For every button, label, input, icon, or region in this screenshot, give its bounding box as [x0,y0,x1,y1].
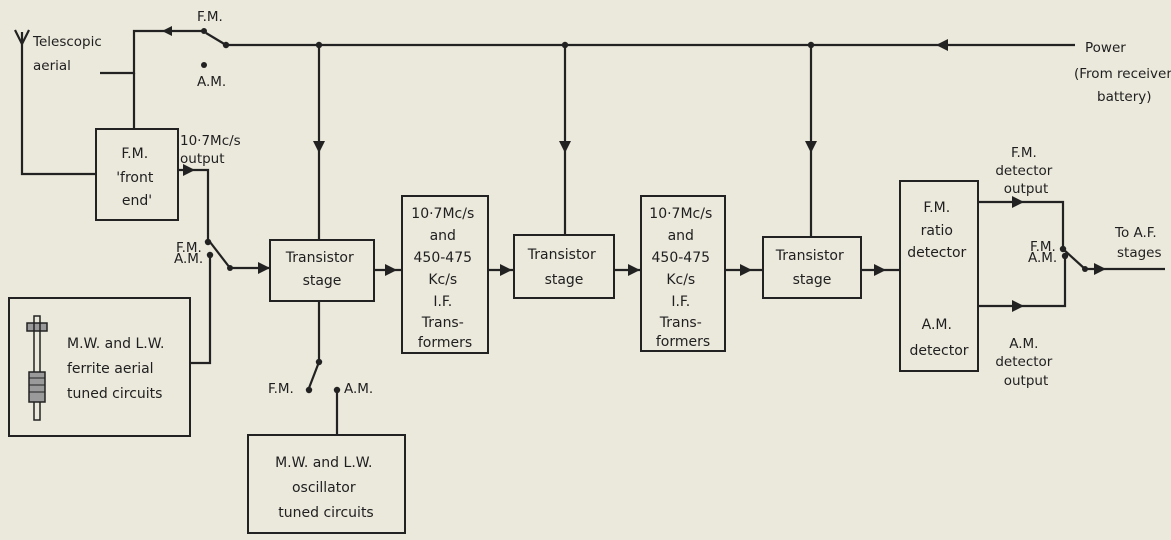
junction-dot [561,41,569,49]
arrow-to-if2 [628,264,640,276]
arrow-am-det-output [1012,300,1024,312]
junction-dot [201,28,207,34]
transistor-stage-1-block [269,239,375,302]
to-af-stages-label: To A.F. stages [1114,225,1162,261]
fm-output-label: 10·7Mc/s output [180,133,245,167]
fm-front-end-block [95,128,179,221]
arrow-to-stage2 [500,264,512,276]
junction-dot [1061,252,1069,260]
arrow-to-stage3 [740,264,752,276]
junction-dot [333,386,341,394]
arrow-to-aerial [162,26,172,36]
arrow-fm-det-output [1012,196,1024,208]
junctions [201,28,1088,394]
junction-dot [305,386,313,394]
detector-block [899,180,979,372]
if-transformers-2-block [640,195,726,352]
arrow-to-detector [874,264,886,276]
arrows [162,26,1106,312]
switch-top-am-label: A.M. [197,74,226,90]
telescopic-aerial-label: Telescopic aerial [32,34,106,74]
junction-dot [201,62,207,68]
oscillator-block [247,434,406,534]
detector-text: F.M. ratio detector A.M. detector [907,200,971,359]
arrow-down-stage3 [805,141,817,153]
arrow-to-af [1094,263,1106,275]
arrow-to-stage1 [258,262,270,274]
arrow-fm-output [183,164,195,176]
ferrite-aerial-text: M.W. and L.W. ferrite aerial tuned circu… [67,336,169,402]
am-detector-output-label: A.M. detector output [995,336,1056,389]
ferrite-rod-icon [26,315,48,421]
switch-output-fm-label: F.M. [1030,239,1056,255]
arrow-down-stage1 [313,141,325,153]
telescopic-aerial-icon [14,29,30,45]
junction-dot [315,41,323,49]
power-label: Power (From receiver battery) [1074,40,1171,105]
switch-input-am-label: A.M. [174,251,203,267]
junction-dot [227,265,233,271]
junction-dot [1059,245,1067,253]
junction-dot [1082,266,1088,272]
transistor-stage-3-block [762,236,862,299]
arrow-to-if1 [385,264,397,276]
if-transformers-1-block [401,195,489,354]
fm-detector-output-label: F.M. detector output [995,145,1056,197]
wiring [20,29,1165,435]
junction-dot [222,41,230,49]
arrow-power-in [936,39,948,51]
junction-dot [206,251,214,259]
transistor-stage-1-text: Transistor stage [285,250,358,289]
junction-dot [204,238,212,246]
transistor-stage-2-text: Transistor stage [527,247,600,288]
transistor-stage-3-text: Transistor stage [775,248,848,288]
if-transformers-2-text: 10·7Mc/s and 450-475 Kc/s I.F. Trans- fo… [649,206,716,350]
switch-output-am-label: A.M. [1028,250,1057,266]
switch-osc-fm-label: F.M. [268,381,294,397]
oscillator-text: M.W. and L.W. oscillator tuned circuits [275,455,377,521]
junction-dot [315,358,323,366]
switch-top-fm-label: F.M. [197,9,223,25]
switch-input-fm-label: F.M. [176,240,202,256]
ferrite-aerial-block [8,297,191,437]
if-transformers-1-text: 10·7Mc/s and 450-475 Kc/s I.F. Trans- fo… [411,206,478,351]
junction-dot [807,41,815,49]
fm-front-end-text: F.M. 'front end' [116,146,158,209]
transistor-stage-2-block [513,234,615,299]
switch-osc-am-label: A.M. [344,381,373,397]
arrow-down-stage2 [559,141,571,153]
